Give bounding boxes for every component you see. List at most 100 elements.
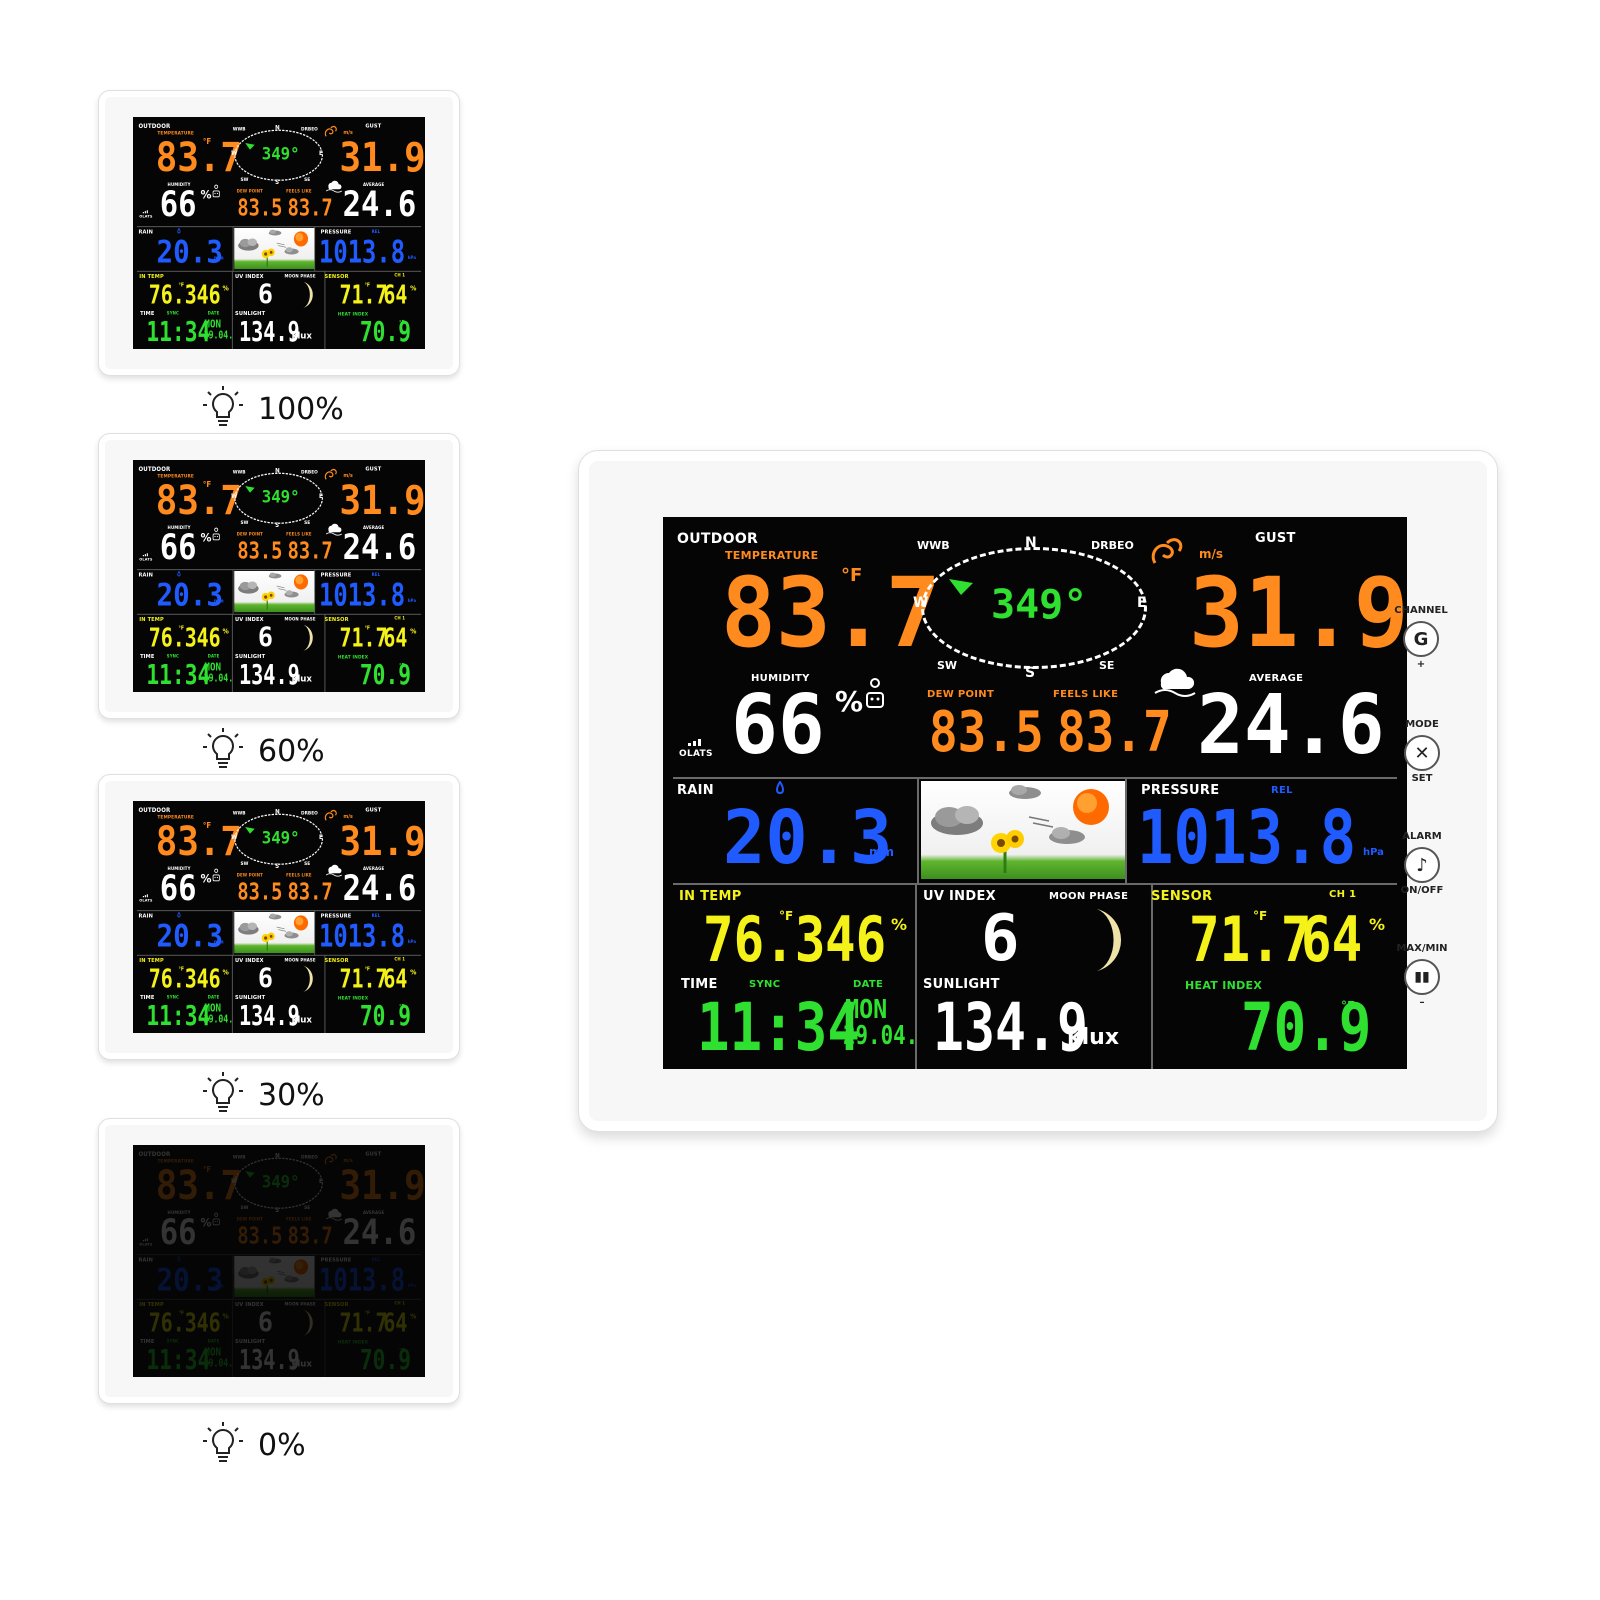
compass-label-n: N [1025, 535, 1037, 551]
uv-index-value: 6 [257, 1306, 273, 1338]
sync-label: SYNC [166, 1339, 180, 1344]
sensor-channel: CH 1 [394, 957, 406, 962]
heat-index-unit: °F [399, 662, 405, 669]
cloud-icon [238, 922, 259, 935]
signal-icon [142, 210, 148, 214]
uv-index-label: UV INDEX [235, 616, 264, 623]
indoor-temp-unit: °F [178, 1309, 185, 1316]
maxmin-button[interactable]: ▮▮ [1404, 959, 1440, 995]
average-label: AVERAGE [363, 525, 385, 531]
indoor-temperature: 76.3 [148, 963, 197, 994]
weekday-value: MON [204, 660, 222, 674]
compass-label-ne: DRBEO [1091, 539, 1134, 552]
outdoor-humidity: 66 [159, 1212, 197, 1253]
sensor-temp-unit: °F [1253, 909, 1268, 923]
pressure-value: 1013.8 [1137, 795, 1357, 881]
mode-button[interactable]: ✕ [1404, 735, 1440, 771]
battery-text: OLATS [679, 749, 713, 759]
weather-forecast-scene [921, 781, 1125, 879]
rain-unit: mm [213, 597, 224, 604]
humidity-unit: % [200, 530, 212, 545]
pressure-label: PRESSURE [320, 228, 352, 236]
time-value: 11:34 [146, 658, 211, 691]
wind-swirl-icon [324, 809, 337, 821]
indoor-temp-label: IN TEMP [139, 1301, 164, 1308]
wind-unit: m/s [343, 472, 353, 479]
channel-button[interactable]: G [1403, 621, 1439, 657]
outdoor-humidity: 66 [159, 868, 197, 909]
wind-lines [276, 242, 287, 248]
comfort-face-icon [212, 527, 220, 541]
outdoor-humidity: 66 [731, 678, 825, 773]
forecast-image [238, 1257, 309, 1295]
dew-point-value: 83.5 [237, 193, 283, 222]
uv-index-value: 6 [981, 902, 1020, 976]
average-label: AVERAGE [363, 1210, 385, 1216]
pressure-unit: hPa [407, 939, 416, 945]
divider [231, 955, 233, 1033]
alarm-button[interactable]: ♪ [1404, 847, 1440, 883]
indoor-temp-label: IN TEMP [139, 616, 164, 623]
pressure-label: PRESSURE [320, 912, 352, 920]
sensor-channel: CH 1 [394, 616, 406, 621]
wind-compass: WWB N DRBEO W E SW S SE 349° [231, 809, 323, 870]
heat-index-value: 70.9 [359, 1343, 412, 1376]
indoor-humidity-unit: % [222, 284, 229, 293]
sunlight-value: 134.9 [238, 999, 300, 1032]
average-wind-value: 24.6 [342, 868, 417, 909]
dew-point-value: 83.5 [929, 700, 1044, 765]
divider [231, 271, 233, 349]
cloud-icon [238, 1266, 259, 1279]
compass-label-e: E [1137, 595, 1147, 611]
feels-like-value: 83.7 [287, 877, 333, 906]
date-value: 29.04. [843, 1021, 919, 1051]
outdoor-title: OUTDOOR [138, 1150, 171, 1158]
divider [314, 570, 316, 614]
pressure-mode: REL [371, 572, 381, 578]
settings-cross-icon: ✕ [1414, 742, 1430, 764]
compass-label-sw: SW [240, 519, 249, 526]
sensor-humidity-unit: % [410, 284, 417, 293]
temperature-unit: °F [202, 1165, 212, 1175]
date-label: DATE [207, 1339, 220, 1344]
divider [136, 910, 422, 912]
cloud-icon [268, 1257, 282, 1264]
divider [314, 1255, 316, 1299]
time-value: 11:34 [146, 315, 211, 348]
indoor-humidity: 46 [196, 1307, 221, 1338]
rain-value: 20.3 [156, 1261, 224, 1298]
weather-forecast-scene [234, 1255, 315, 1298]
weather-forecast-scene [234, 227, 315, 270]
wind-unit: m/s [1199, 547, 1224, 561]
sensor-temperature: 71.7 [339, 1307, 388, 1338]
wind-swirl-icon [324, 1153, 337, 1165]
cloud-icon [931, 806, 983, 835]
sensor-temp-unit: °F [364, 624, 371, 631]
cloud-icon [238, 238, 259, 251]
forecast-image [238, 572, 309, 610]
divider [915, 885, 917, 1069]
wind-compass: WWB N DRBEO W E SW S SE 349° [231, 468, 323, 529]
sunlight-label: SUNLIGHT [235, 994, 266, 1001]
date-label: DATE [207, 654, 220, 659]
temperature-unit: °F [841, 565, 863, 586]
moon-phase-icon [303, 1309, 313, 1336]
mode-button-label: MODE [1405, 719, 1439, 730]
time-value: 11:34 [697, 989, 860, 1066]
compass-label-n: N [275, 467, 280, 475]
wind-direction-degrees: 349° [261, 1172, 300, 1192]
sunlight-unit: klux [291, 330, 312, 342]
sensor-humidity-unit: % [410, 968, 417, 977]
temperature-unit: °F [202, 480, 212, 490]
alarm-button-sublabel: ON/OFF [1400, 885, 1444, 896]
feels-like-label: FEELS LIKE [286, 1217, 312, 1222]
battery-text: OLATS [139, 214, 153, 219]
heat-index-value: 70.9 [1241, 989, 1372, 1066]
gust-label: GUST [365, 465, 382, 473]
divider [324, 614, 326, 692]
compass-label-sw: SW [240, 1204, 249, 1211]
average-wind-value: 24.6 [342, 1212, 417, 1253]
indoor-temp-label: IN TEMP [139, 273, 164, 280]
brightness-level: 60% [258, 734, 325, 769]
humidity-unit: % [200, 1215, 212, 1230]
